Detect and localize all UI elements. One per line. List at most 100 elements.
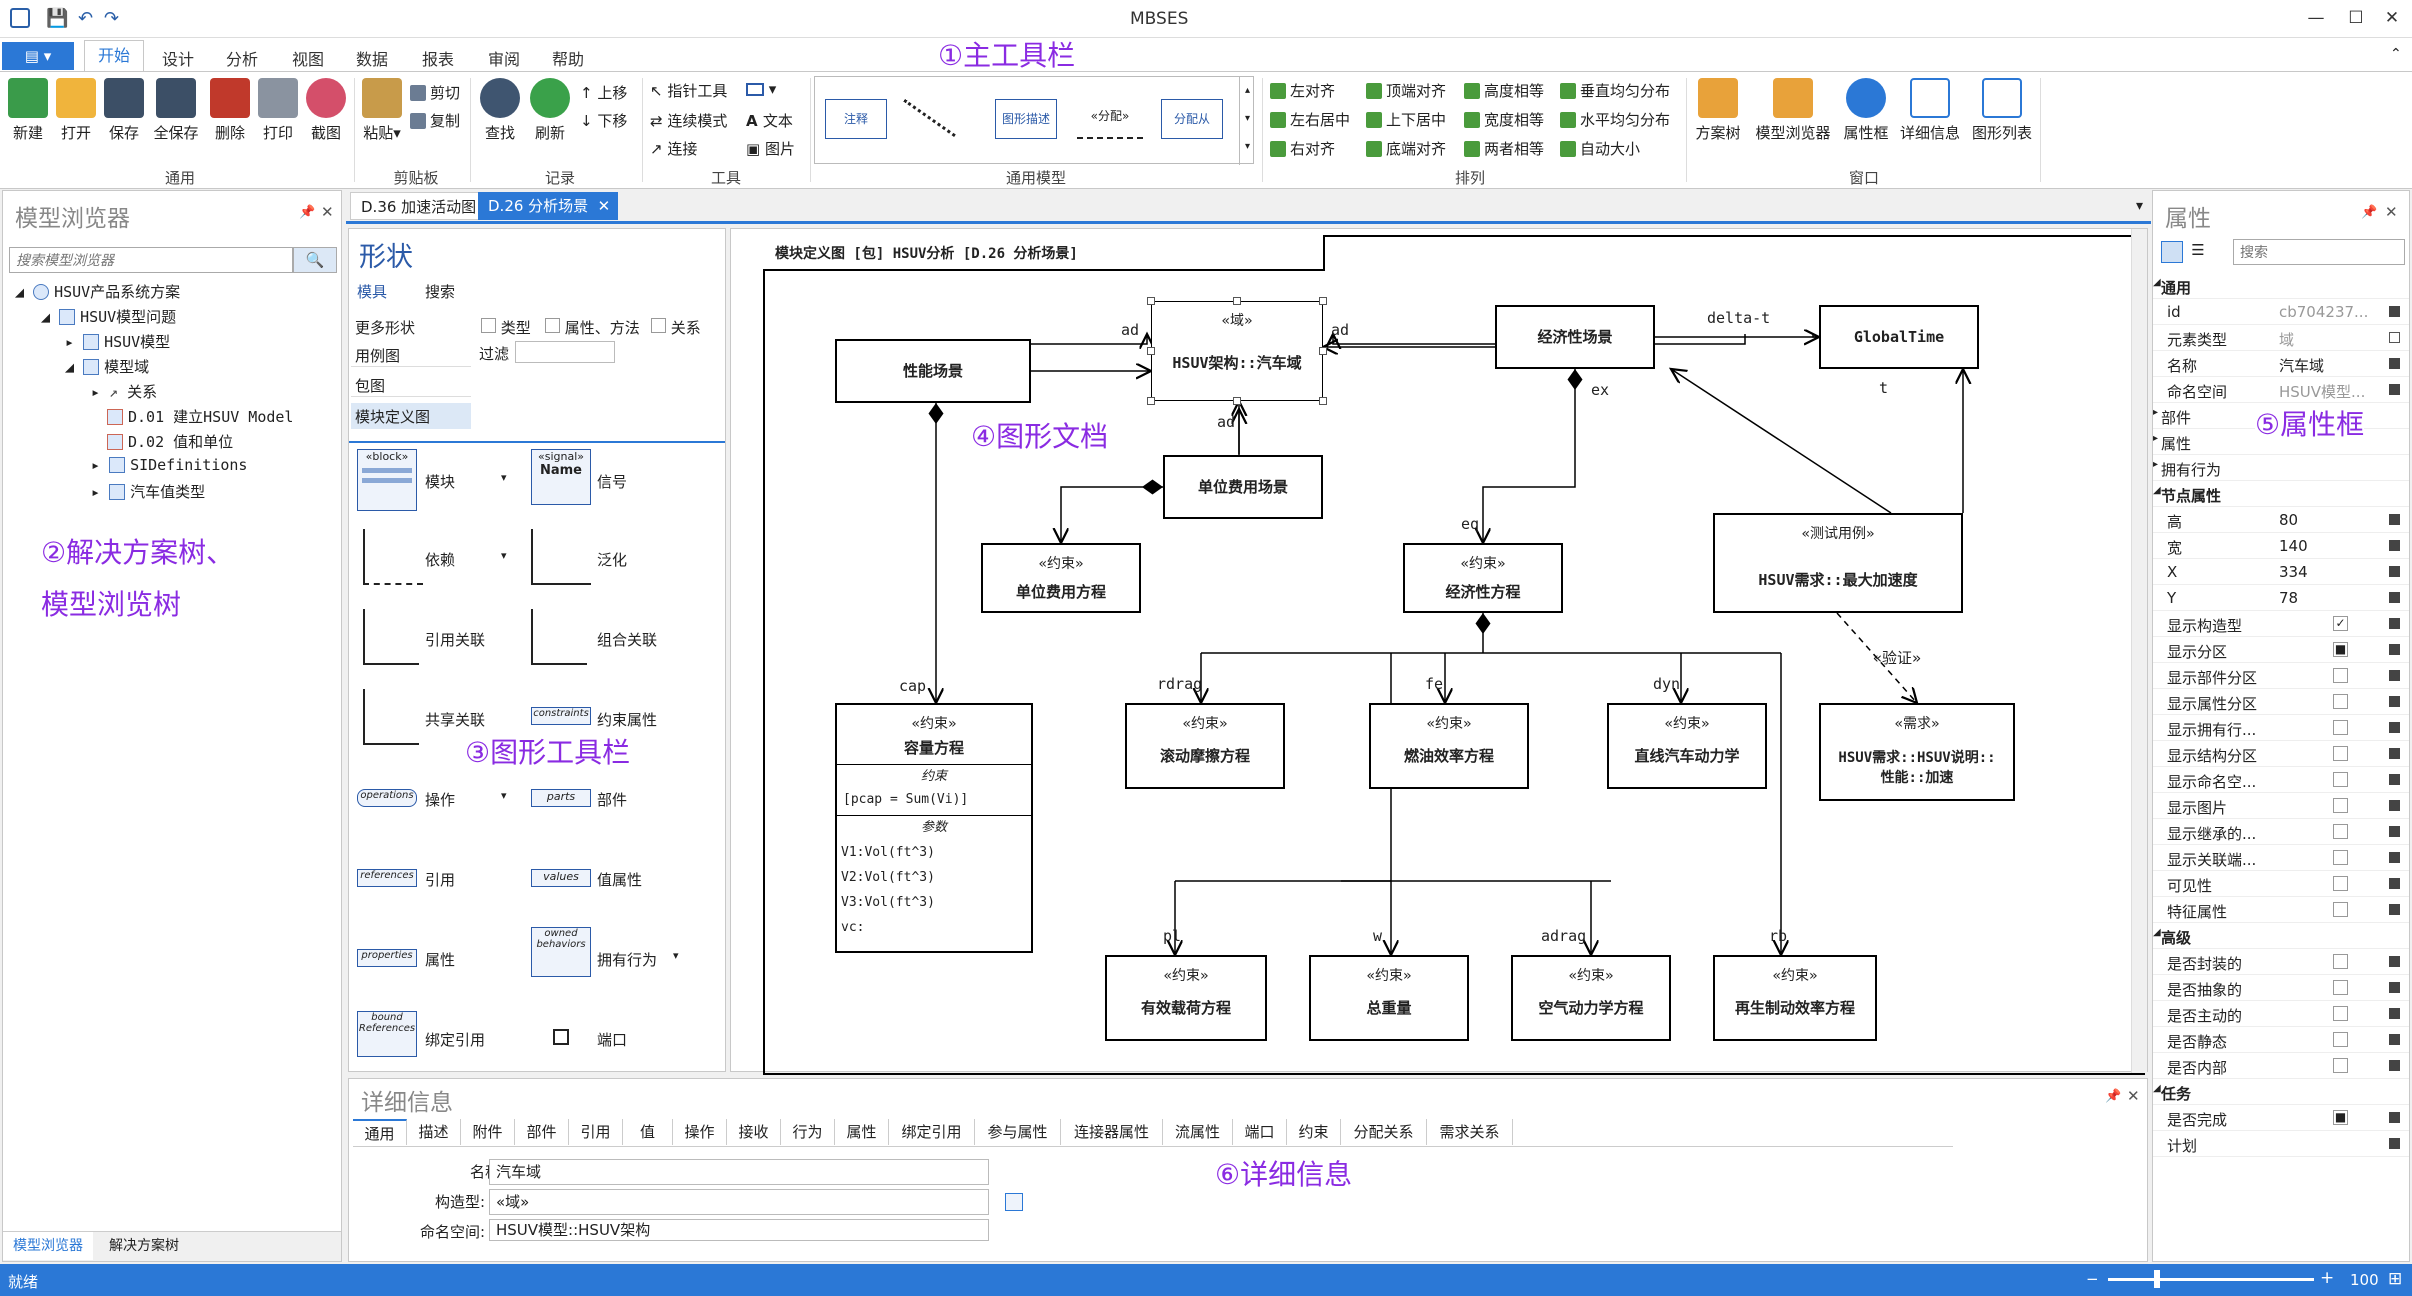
property-row[interactable]: 是否抽象的	[2153, 975, 2409, 1001]
edge-unit-uniteq[interactable]	[1061, 487, 1163, 543]
property-menu-icon[interactable]	[2389, 800, 2400, 811]
tab-data[interactable]: 数据	[356, 50, 389, 69]
property-menu-icon[interactable]	[2389, 878, 2400, 889]
close-tab-icon[interactable]: ✕	[597, 197, 611, 215]
align-middle-button[interactable]: 上下居中	[1366, 109, 1446, 130]
owned-behavior-label[interactable]: 拥有行为	[597, 951, 658, 969]
same-size-button[interactable]: 两者相等	[1464, 138, 1544, 159]
gallery-note[interactable]: 注释	[825, 99, 887, 139]
property-checkbox[interactable]	[2333, 954, 2348, 969]
move-up-button[interactable]: ↑ 上移	[580, 84, 628, 102]
selection-handle[interactable]	[1319, 297, 1327, 305]
property-menu-icon[interactable]	[2389, 852, 2400, 863]
same-width-button[interactable]: 宽度相等	[1464, 109, 1544, 130]
attr-method-checkbox[interactable]: 属性、方法	[545, 317, 640, 338]
block-requirement-accel[interactable]: «需求»HSUV需求::HSUV说明::性能::加速	[1819, 703, 2015, 801]
checkbox[interactable]	[545, 318, 560, 333]
edge-tc-econ[interactable]	[1671, 369, 1892, 514]
vertical-scrollbar[interactable]	[2131, 229, 2147, 1073]
block-unit-cost-equation[interactable]: «约束»单位费用方程	[981, 543, 1141, 613]
close-button[interactable]: ✕	[2384, 8, 2400, 28]
property-row[interactable]: 显示拥有行...	[2153, 715, 2409, 741]
values-icon[interactable]: values	[531, 869, 591, 887]
property-value[interactable]: cb704237...	[2279, 303, 2369, 321]
gallery-figure-desc[interactable]: 图形描述	[995, 99, 1057, 139]
align-bottom-button[interactable]: 底端对齐	[1366, 138, 1446, 159]
operation-label[interactable]: 操作	[425, 791, 456, 809]
property-menu-icon[interactable]	[2389, 384, 2400, 395]
details-tab[interactable]: 接收	[727, 1119, 781, 1145]
property-checkbox[interactable]	[2333, 980, 2348, 995]
browser-search-input[interactable]	[9, 247, 293, 273]
properties-icon[interactable]: properties	[357, 949, 417, 967]
gallery-allocate[interactable]: «分配»	[1077, 99, 1143, 139]
details-tab[interactable]: 属性	[835, 1119, 889, 1145]
property-menu-icon[interactable]	[2389, 826, 2400, 837]
tree-item-hsuv-solution[interactable]: ◢ HSUV产品系统方案	[15, 283, 181, 301]
collapse-ribbon-icon[interactable]: ⌃	[2390, 46, 2402, 62]
property-menu-icon[interactable]	[2389, 722, 2400, 733]
property-menu-icon[interactable]	[2389, 566, 2400, 577]
block-global-time[interactable]: GlobalTime	[1819, 305, 1979, 369]
selection-handle[interactable]	[1233, 397, 1241, 405]
attribute-label[interactable]: 属性	[425, 951, 456, 969]
align-right-button[interactable]: 右对齐	[1270, 138, 1335, 159]
property-menu-icon[interactable]	[2389, 774, 2400, 785]
property-row[interactable]: 显示关联端...	[2153, 845, 2409, 871]
property-category[interactable]: ▸拥有行为	[2153, 455, 2409, 481]
selection-handle[interactable]	[1233, 297, 1241, 305]
property-checkbox[interactable]	[2333, 1032, 2348, 1047]
details-tab[interactable]: 连接器属性	[1061, 1119, 1163, 1145]
details-tab[interactable]: 需求关系	[1427, 1119, 1513, 1145]
close-icon[interactable]: ✕	[2385, 203, 2398, 221]
edge-econ-econeq[interactable]	[1483, 369, 1575, 543]
details-tab[interactable]: 绑定引用	[889, 1119, 975, 1145]
close-icon[interactable]: ✕	[2127, 1087, 2140, 1105]
tab-view[interactable]: 视图	[292, 50, 325, 69]
property-row[interactable]: 显示命名空...	[2153, 767, 2409, 793]
block-total-weight[interactable]: «约束»总重量	[1309, 955, 1469, 1041]
category-bdd[interactable]: 模块定义图	[351, 403, 471, 429]
details-tab[interactable]: 行为	[781, 1119, 835, 1145]
property-row[interactable]: 可见性	[2153, 871, 2409, 897]
property-checkbox[interactable]	[2333, 720, 2348, 735]
property-menu-icon[interactable]	[2389, 956, 2400, 967]
fit-page-icon[interactable]: ⊞	[2388, 1269, 2403, 1289]
property-checkbox[interactable]	[2333, 668, 2348, 683]
screenshot-button[interactable]: 截图	[302, 78, 350, 143]
gallery-scroll[interactable]: ▴▾▾	[1239, 77, 1255, 165]
block-economy-equation[interactable]: «约束»经济性方程	[1403, 543, 1563, 613]
tree-item-d02[interactable]: D.02 值和单位	[107, 431, 233, 452]
gallery-dotted-line[interactable]	[882, 99, 956, 168]
part-label[interactable]: 部件	[597, 791, 628, 809]
tab-model-browser[interactable]: 模型浏览器	[3, 1232, 93, 1260]
property-row[interactable]: 是否主动的	[2153, 1001, 2409, 1027]
property-value[interactable]: 78	[2279, 589, 2299, 607]
dropdown-icon[interactable]: ▾	[501, 471, 507, 484]
selection-handle[interactable]	[1319, 347, 1327, 355]
tab-stencil[interactable]: 模具	[357, 283, 388, 301]
model-browser-button[interactable]: 模型浏览器	[1748, 78, 1838, 143]
property-checkbox[interactable]	[2333, 772, 2348, 787]
signal-tool-label[interactable]: 信号	[597, 473, 628, 491]
maximize-button[interactable]: ☐	[2348, 8, 2364, 28]
property-row[interactable]: 显示分区■	[2153, 637, 2409, 663]
gallery-allocate-from[interactable]: 分配从	[1161, 99, 1223, 139]
signal-tool-icon[interactable]: «signal»Name	[531, 449, 591, 505]
property-value[interactable]: 334	[2279, 563, 2308, 581]
property-menu-icon[interactable]	[2389, 696, 2400, 707]
dependency-tool-label[interactable]: 依赖	[425, 551, 456, 569]
edit-stereotype-icon[interactable]	[1005, 1193, 1023, 1211]
property-menu-icon[interactable]	[2389, 1138, 2400, 1149]
property-value[interactable]: 域	[2279, 331, 2295, 349]
tab-list-dropdown-icon[interactable]: ▾	[2136, 198, 2144, 214]
expand-icon[interactable]: ◢	[2153, 1083, 2161, 1094]
tree-item-sidefinitions[interactable]: ▸ SIDefinitions	[91, 456, 248, 474]
property-category[interactable]: ▸属性	[2153, 429, 2409, 455]
zoom-in-button[interactable]: +	[2320, 1268, 2335, 1288]
align-center-button[interactable]: 左右居中	[1270, 109, 1350, 130]
parts-icon[interactable]: parts	[531, 789, 591, 807]
expand-icon[interactable]: ▸	[2153, 433, 2159, 444]
category-usecase[interactable]: 用例图	[351, 343, 471, 367]
